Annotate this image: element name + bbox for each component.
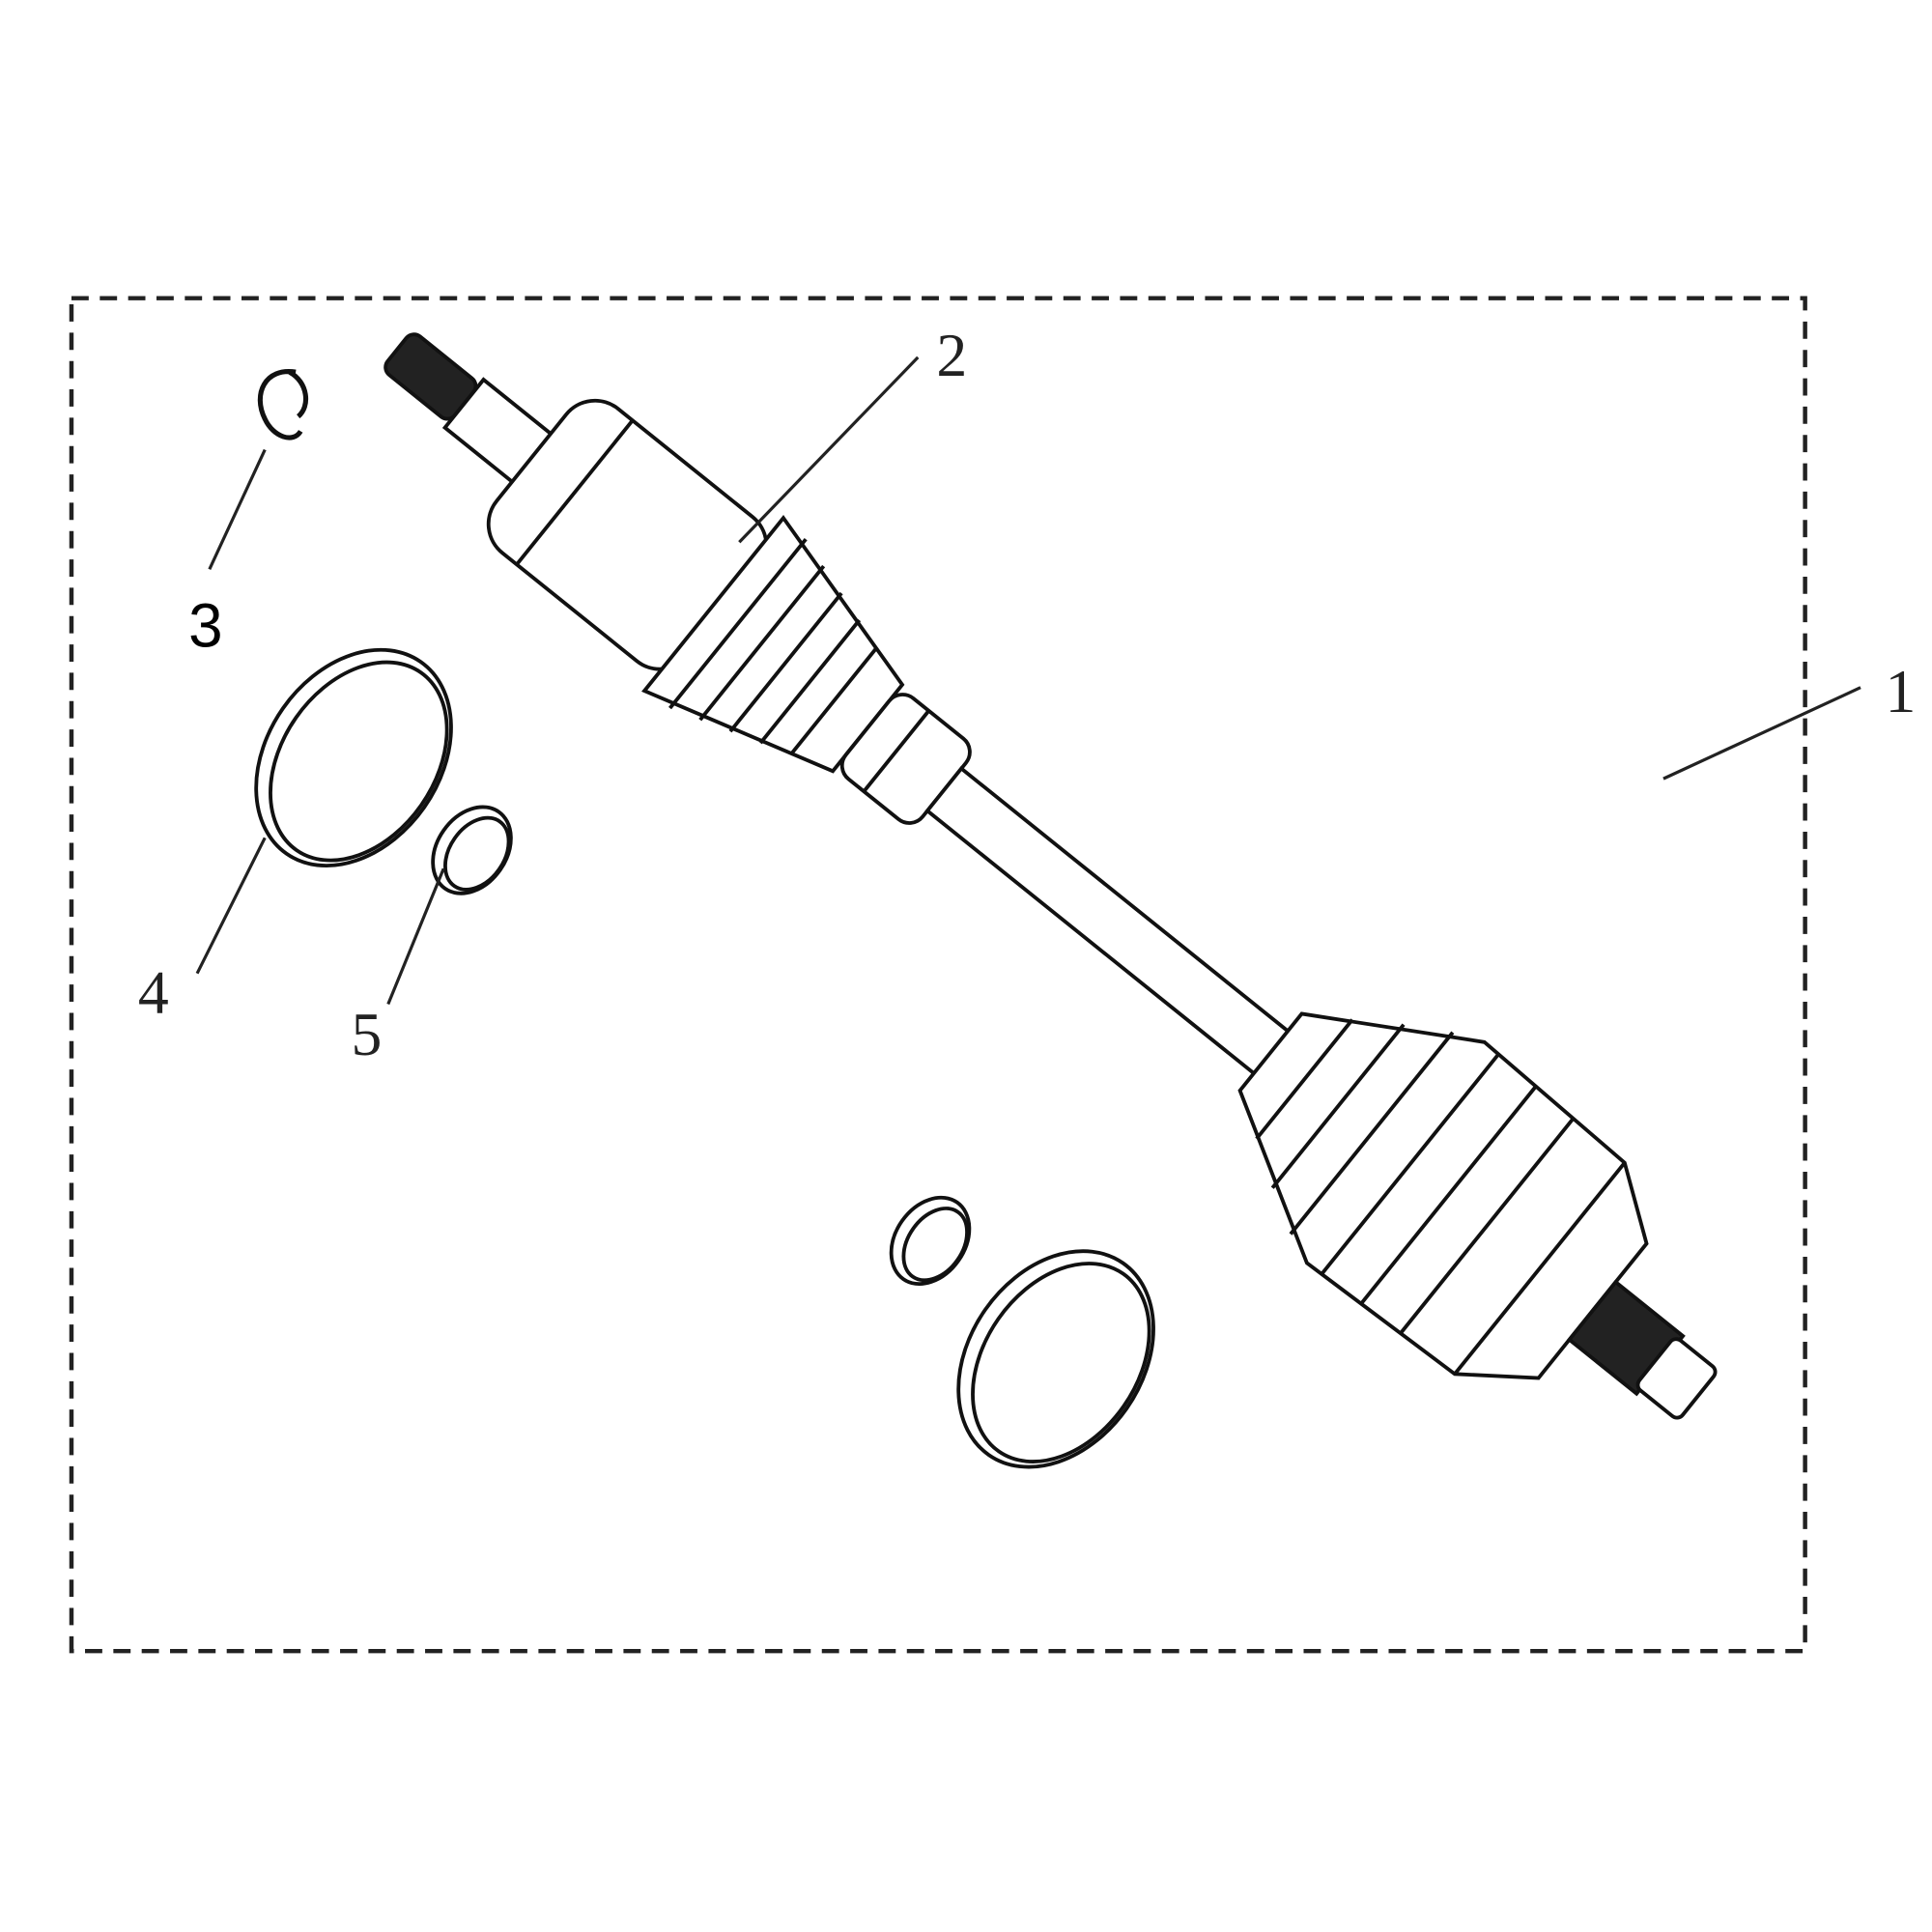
boot-clamp-large-upper [254, 647, 453, 868]
circlip [257, 369, 309, 440]
leader-line-1 [1662, 686, 1861, 781]
boot-clamp-small-upper [431, 805, 513, 895]
boot-clamp-small-lower [889, 1195, 972, 1287]
callout-3: 3 [188, 591, 222, 661]
leader-line-5 [386, 867, 445, 1006]
leader-line-4 [195, 837, 267, 975]
leader-line-2 [738, 355, 920, 544]
callout-5: 5 [352, 1000, 383, 1068]
outer-stub-thread [1635, 1337, 1718, 1420]
assembly-frame [69, 296, 1807, 1654]
outer-boot [1237, 1011, 1649, 1380]
leader-line-3 [208, 448, 267, 570]
callout-4: 4 [138, 957, 169, 1026]
axle-bar [924, 765, 1295, 1080]
callout-2: 2 [936, 321, 967, 389]
callout-1: 1 [1886, 657, 1917, 725]
inner-boot [641, 515, 905, 774]
drive-shaft-assembly [384, 332, 1718, 1420]
boot-clamp-large-lower [956, 1249, 1155, 1469]
